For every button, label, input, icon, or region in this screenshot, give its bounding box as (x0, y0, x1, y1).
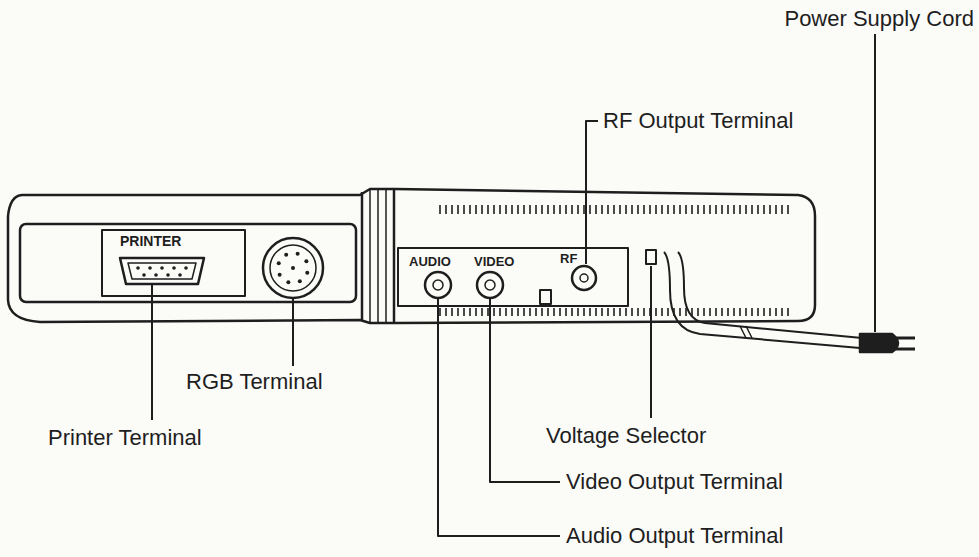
panel-marking: RF (560, 252, 577, 265)
panel-marking: AUDIO (409, 255, 451, 268)
part-label: RF Output Terminal (603, 110, 793, 132)
part-label: Video Output Terminal (566, 471, 783, 493)
part-label: Voltage Selector (546, 425, 706, 447)
part-label: Printer Terminal (48, 427, 202, 449)
part-label: Power Supply Cord (784, 8, 974, 30)
part-label: Audio Output Terminal (566, 525, 783, 547)
panel-marking: PRINTER (120, 234, 181, 248)
part-label: RGB Terminal (186, 371, 323, 393)
panel-marking: VIDEO (474, 255, 514, 268)
